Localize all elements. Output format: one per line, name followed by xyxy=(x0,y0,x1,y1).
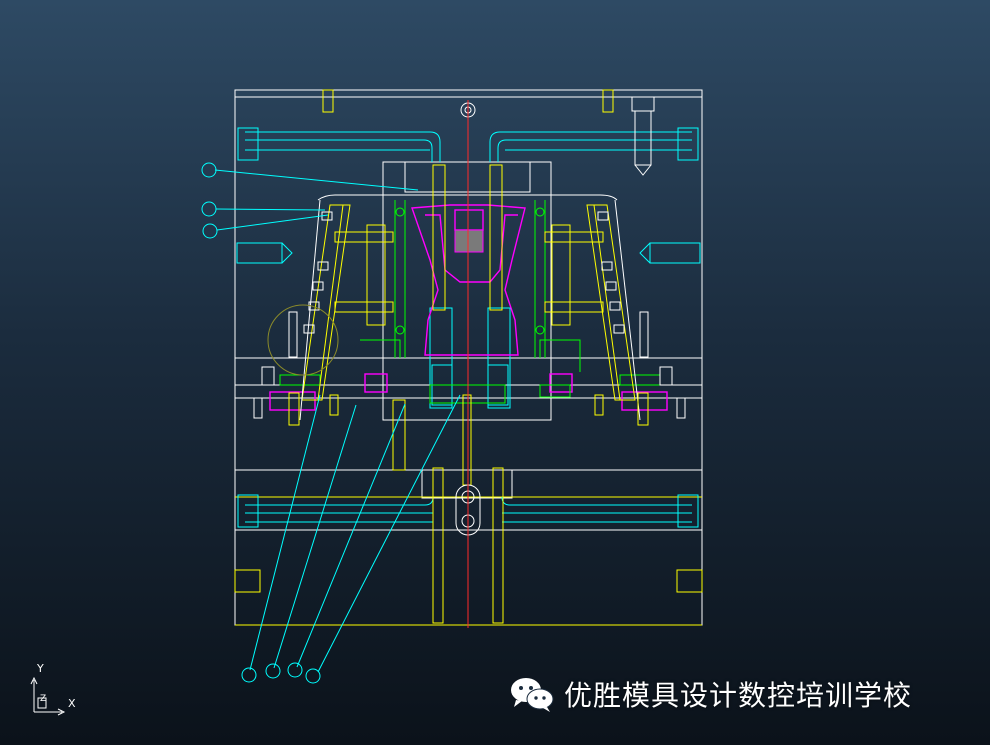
axis-z-label: Z xyxy=(40,694,47,704)
side-bolts xyxy=(334,224,604,326)
hardware-details xyxy=(253,96,686,536)
watermark-text: 优胜模具设计数控培训学校 xyxy=(564,679,913,712)
axis-y-label: Y xyxy=(37,662,44,675)
lifter-pins xyxy=(303,211,625,334)
sprue-hatch xyxy=(454,229,484,253)
callout-leaders xyxy=(214,169,461,673)
callout-bubble[interactable] xyxy=(202,223,218,239)
core-profile xyxy=(269,204,668,411)
detail-highlight-circle xyxy=(267,304,339,376)
watermark: 优胜模具设计数控培训学校 xyxy=(508,672,912,716)
lifter-outer-walls xyxy=(299,194,641,421)
callout-bubble[interactable] xyxy=(201,201,217,217)
callout-bubble[interactable] xyxy=(265,663,281,679)
callout-bubble[interactable] xyxy=(287,662,303,678)
callout-bubbles[interactable] xyxy=(201,162,321,684)
axis-x-label: X xyxy=(68,697,76,710)
angle-lifters xyxy=(301,204,636,401)
callout-bubble[interactable] xyxy=(305,668,321,684)
cooling-channels xyxy=(236,127,701,528)
axis-triad xyxy=(30,676,66,716)
callout-bubble[interactable] xyxy=(201,162,217,178)
wechat-icon xyxy=(511,678,554,712)
callout-bubble[interactable] xyxy=(241,667,257,683)
